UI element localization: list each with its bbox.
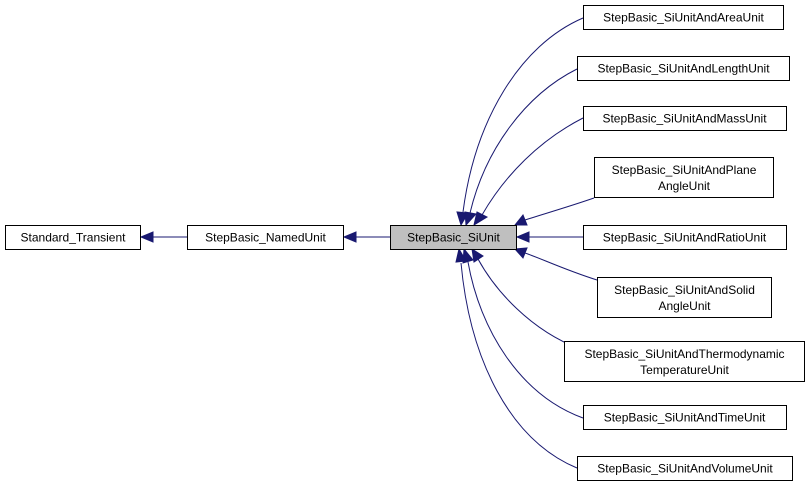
arrowhead-length xyxy=(464,211,477,227)
node-si-unit-label: StepBasic_SiUnit xyxy=(407,231,500,245)
node-plane-angle-unit[interactable]: StepBasic_SiUnitAndPlane AngleUnit xyxy=(594,157,774,198)
arrowhead-transient xyxy=(139,231,154,243)
node-standard-transient-label: Standard_Transient xyxy=(21,231,127,245)
node-length-unit-label: StepBasic_SiUnitAndLengthUnit xyxy=(597,62,770,76)
edge-length-to-siunit xyxy=(469,68,578,214)
node-time-unit[interactable]: StepBasic_SiUnitAndTimeUnit xyxy=(583,405,787,430)
node-plane-angle-unit-label-line2: AngleUnit xyxy=(658,179,711,193)
node-area-unit-label: StepBasic_SiUnitAndAreaUnit xyxy=(603,11,764,25)
node-solid-angle-unit[interactable]: StepBasic_SiUnitAndSolid AngleUnit xyxy=(597,277,772,318)
node-solid-angle-unit-label-line1: StepBasic_SiUnitAndSolid xyxy=(614,283,755,297)
node-thermodynamic-unit-label-line2: TemperatureUnit xyxy=(640,363,729,377)
arrowhead-plane xyxy=(513,214,528,226)
edge-mass-to-siunit xyxy=(481,117,584,216)
node-thermodynamic-unit-label-line1: StepBasic_SiUnitAndThermodynamic xyxy=(584,347,784,361)
node-ratio-unit-label: StepBasic_SiUnitAndRatioUnit xyxy=(603,231,767,245)
arrowhead-solid xyxy=(513,247,528,259)
node-volume-unit-label: StepBasic_SiUnitAndVolumeUnit xyxy=(597,462,773,476)
node-mass-unit[interactable]: StepBasic_SiUnitAndMassUnit xyxy=(583,106,787,131)
node-volume-unit[interactable]: StepBasic_SiUnitAndVolumeUnit xyxy=(577,456,793,481)
edge-area-to-siunit xyxy=(462,17,584,213)
edge-solid-to-siunit xyxy=(524,252,598,281)
node-length-unit[interactable]: StepBasic_SiUnitAndLengthUnit xyxy=(577,56,790,81)
node-thermodynamic-unit[interactable]: StepBasic_SiUnitAndThermodynamic Tempera… xyxy=(564,341,805,382)
edge-thermo-to-siunit xyxy=(477,258,581,350)
edges xyxy=(139,17,598,469)
node-named-unit[interactable]: StepBasic_NamedUnit xyxy=(187,225,344,250)
arrowhead-volume xyxy=(455,247,467,263)
edge-time-to-siunit xyxy=(467,261,584,419)
arrowhead-namedunit xyxy=(342,231,357,243)
node-standard-transient[interactable]: Standard_Transient xyxy=(5,225,141,250)
node-time-unit-label: StepBasic_SiUnitAndTimeUnit xyxy=(604,411,766,425)
node-plane-angle-unit-label-line1: StepBasic_SiUnitAndPlane xyxy=(612,163,757,177)
arrowhead-mass xyxy=(473,211,489,227)
node-area-unit[interactable]: StepBasic_SiUnitAndAreaUnit xyxy=(583,5,784,30)
edge-volume-to-siunit xyxy=(460,262,578,469)
node-named-unit-label: StepBasic_NamedUnit xyxy=(205,231,326,245)
arrowhead-ratio xyxy=(515,231,530,243)
node-solid-angle-unit-label-line2: AngleUnit xyxy=(658,299,711,313)
arrowhead-thermo xyxy=(471,247,484,263)
node-mass-unit-label: StepBasic_SiUnitAndMassUnit xyxy=(602,112,767,126)
node-ratio-unit[interactable]: StepBasic_SiUnitAndRatioUnit xyxy=(583,225,787,250)
edge-plane-to-siunit xyxy=(524,197,595,221)
node-si-unit[interactable]: StepBasic_SiUnit xyxy=(390,225,517,250)
